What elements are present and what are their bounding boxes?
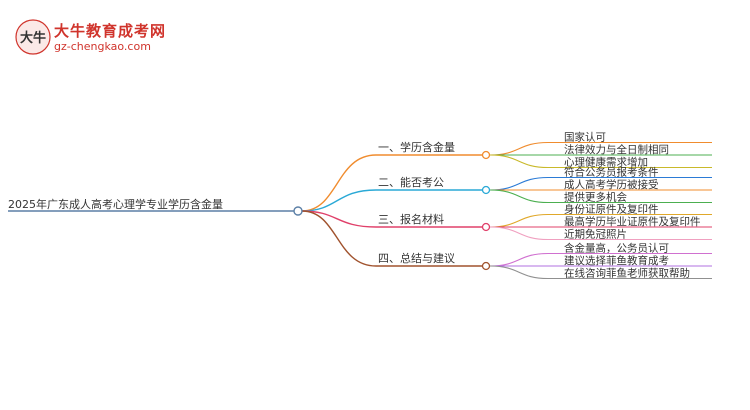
branch-node-dot[interactable] [481,222,491,232]
root-node-dot[interactable] [293,206,303,216]
mindmap-edges [301,141,712,280]
brand-url: gz-chengkao.com [54,40,151,53]
branch-label[interactable]: 四、总结与建议 [378,251,455,265]
leaf-label[interactable]: 国家认可 [564,131,606,144]
leaf-label[interactable]: 近期免冠照片 [564,228,627,241]
leaf-label[interactable]: 成人高考学历被接受 [564,178,659,191]
leaf-edge [489,265,712,280]
brand-name: 大牛教育成考网 [54,22,167,40]
branch-label[interactable]: 二、能否考公 [378,175,444,189]
branch-node-dot[interactable] [481,150,491,160]
branch-node-dot[interactable] [481,185,491,195]
branch-edge [301,210,482,267]
leaf-label[interactable]: 建议选择菲鱼教育成考 [564,254,669,267]
leaf-label[interactable]: 身份证原件及复印件 [564,203,659,216]
logo-mark-icon: 大牛 [15,19,51,55]
branch-edge [301,154,482,212]
leaf-label[interactable]: 心理健康需求增加 [564,156,648,169]
leaf-edge [489,226,712,241]
leaf-label[interactable]: 法律效力与全日制相同 [564,143,669,156]
brand-logo[interactable]: 大牛 大牛教育成考网 gz-chengkao.com [14,18,214,58]
leaf-label[interactable]: 符合公务员报考条件 [564,166,659,179]
logo-glyph: 大牛 [20,30,46,46]
branch-label[interactable]: 三、报名材料 [378,212,444,226]
leaf-label[interactable]: 最高学历毕业证原件及复印件 [564,215,701,228]
leaf-label[interactable]: 提供更多机会 [564,191,627,204]
leaf-label[interactable]: 含金量高，公务员认可 [564,242,669,255]
branch-edge [301,210,482,228]
mindmap-nodes: 2025年广东成人高考心理学专业学历含金量 一、学历含金量 国家认可法律效力与全日… [8,131,701,280]
branch-edge [301,189,482,212]
leaf-edge [489,189,712,204]
branch-label[interactable]: 一、学历含金量 [378,140,455,154]
root-node-label[interactable]: 2025年广东成人高考心理学专业学历含金量 [8,197,223,211]
leaf-label[interactable]: 在线咨询菲鱼老师获取帮助 [564,267,690,280]
leaf-edge [489,154,712,169]
branch-node-dot[interactable] [481,261,491,271]
